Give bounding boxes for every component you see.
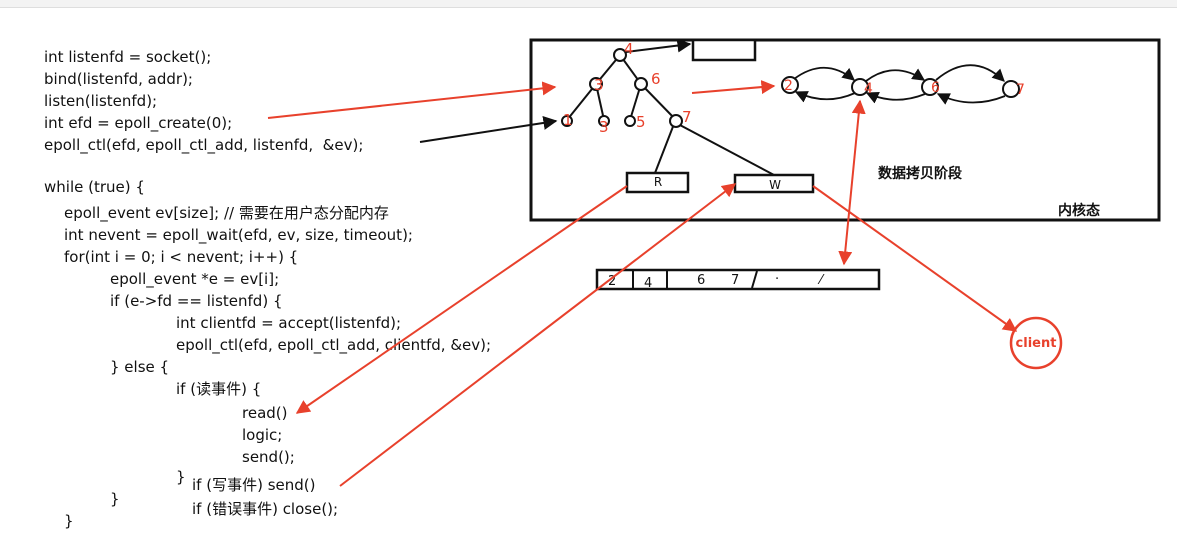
ready-list-node-label: 2 [784, 78, 793, 94]
code-line: epoll_event *e = ev[i]; [110, 270, 280, 288]
tree-node [669, 114, 683, 128]
code-line: } [110, 490, 120, 508]
arrow-tree-to-ready-list [691, 80, 776, 95]
code-line: epoll_ctl(efd, epoll_ctl_add, listenfd, … [44, 136, 364, 154]
arrow-write-box-to-client [812, 185, 1018, 332]
kernel-space-box [529, 38, 1161, 222]
tree-node-label: 4 [624, 40, 634, 58]
ready-list-link [935, 64, 1005, 82]
client-label: client [1016, 336, 1057, 351]
tree-edge [566, 83, 597, 121]
code-line: while (true) { [44, 178, 145, 196]
code-line: epoll_event ev[size]; // 需要在用户态分配内存 [64, 204, 389, 222]
tree-node-label: 7 [682, 108, 692, 126]
tree-node-label: 3 [594, 76, 604, 94]
code-line: send(); [242, 448, 295, 466]
read-event-box-label: R [654, 175, 662, 189]
array-cell: 6 [697, 273, 705, 288]
client-circle [1009, 316, 1063, 370]
write-event-box-label: W [769, 178, 781, 192]
code-line: } [176, 468, 186, 486]
kernel-space-label: 内核态 [1058, 202, 1100, 219]
tree-node [624, 115, 636, 127]
array-cell: 7 [731, 273, 739, 288]
ready-list-link [936, 93, 1006, 105]
tree-edge-to-read-box [654, 123, 675, 174]
ready-list-node [851, 78, 869, 96]
ready-list-node [781, 76, 799, 94]
code-line: int listenfd = socket(); [44, 48, 212, 66]
tree-node [613, 48, 627, 62]
arrow-epoll-create-to-tree [267, 81, 557, 119]
ready-list-node [921, 78, 939, 96]
code-line: int efd = epoll_create(0); [44, 114, 233, 132]
tree-node-label: 1 [563, 111, 573, 129]
ready-list-node-label: 6 [931, 80, 940, 96]
top-toolbar-strip [0, 0, 1177, 8]
code-line: read() [242, 404, 288, 422]
copy-stage-label: 数据拷贝阶段 [878, 165, 962, 182]
ready-list-node-label: 4 [864, 81, 873, 97]
tree-node-label: 6 [651, 70, 661, 88]
ready-list-link [865, 92, 926, 104]
code-line: bind(listenfd, addr); [44, 70, 193, 88]
code-line: } [64, 512, 74, 530]
tree-edge [640, 83, 677, 121]
ready-list-link [794, 91, 856, 103]
code-line: epoll_ctl(efd, epoll_ctl_add, clientfd, … [176, 336, 492, 354]
ready-list-link [865, 68, 926, 82]
arrow-read-box-to-read-call [295, 185, 628, 414]
array-cell: ⁄ [817, 273, 825, 288]
tree-node [589, 77, 603, 91]
code-line: } else { [110, 358, 170, 376]
arrow-tree-to-root-box [625, 38, 692, 53]
code-line: for(int i = 0; i < nevent; i++) { [64, 248, 299, 266]
code-line: listen(listenfd); [44, 92, 158, 110]
tree-node [634, 77, 648, 91]
ready-list-node [1002, 80, 1020, 98]
code-line: if (读事件) { [176, 380, 262, 398]
tree-root-box [691, 38, 757, 62]
array-cell: 4 [644, 276, 652, 291]
code-line: logic; [242, 426, 283, 444]
tree-node-label: 5 [636, 113, 646, 131]
tree-node [561, 115, 573, 127]
code-line: if (错误事件) close(); [192, 500, 339, 518]
array-cell: · [775, 272, 779, 287]
ready-list-link [793, 66, 855, 81]
tree-node-label: 3 [599, 118, 609, 136]
array-divider [751, 270, 758, 289]
tree-edge-to-write-box [677, 123, 775, 176]
code-line: if (e->fd == listenfd) { [110, 292, 283, 310]
arrow-write-call-to-write-box [339, 183, 737, 487]
tree-node [598, 115, 610, 127]
read-event-box [625, 171, 690, 194]
code-line: int clientfd = accept(listenfd); [176, 314, 402, 332]
ready-list-node-label: 7 [1016, 82, 1025, 98]
arrow-copy-ready-list-to-array [838, 99, 866, 266]
array-cell: 2 [608, 274, 616, 289]
code-line: if (写事件) send() [192, 476, 316, 494]
code-line: int nevent = epoll_wait(efd, ev, size, t… [64, 226, 413, 244]
arrow-epoll-ctl-to-tree [419, 116, 558, 143]
